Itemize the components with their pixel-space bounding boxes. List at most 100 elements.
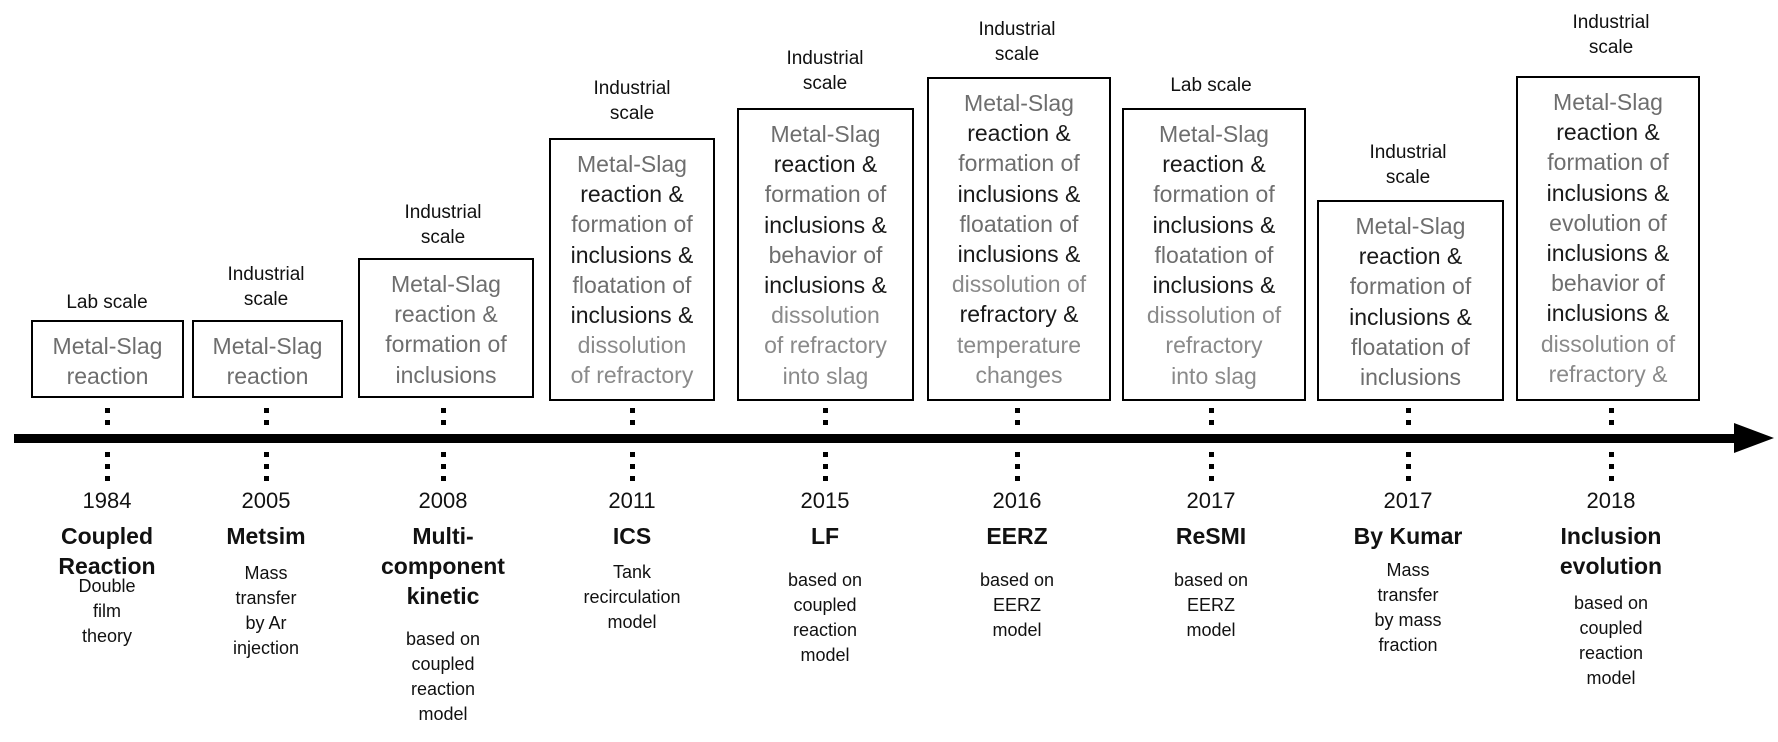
scope-line: reaction &	[1358, 243, 1463, 270]
connector-dot	[1014, 408, 1020, 413]
scope-line: inclusions &	[957, 241, 1081, 268]
scope-line: floatation of	[959, 210, 1079, 237]
scale-label: Lab scale	[66, 292, 148, 313]
connector-dot	[1405, 476, 1411, 481]
scope-line: Metal-Slag	[964, 90, 1074, 116]
connector-dot	[440, 476, 446, 481]
scope-line: inclusions &	[570, 302, 694, 329]
scope-line: of refractory	[570, 362, 694, 389]
connector-dot	[1014, 420, 1020, 425]
scope-line: formation of	[385, 331, 507, 358]
connector-dot	[440, 452, 446, 457]
connector-dot	[1405, 452, 1411, 457]
year-label: 2017	[1383, 488, 1433, 513]
connector-dot	[1014, 464, 1020, 469]
connector-dot	[822, 408, 828, 413]
scope-line: Metal-Slag	[577, 151, 687, 177]
scope-line: into slag	[1171, 362, 1257, 389]
connector-dot	[629, 476, 635, 481]
connector-dot	[629, 420, 635, 425]
scope-line: dissolution	[577, 332, 687, 359]
scope-line: reaction &	[967, 120, 1071, 147]
scope-line: floatation of	[1351, 333, 1470, 360]
year-label: 2016	[992, 488, 1042, 513]
connector-dot	[104, 464, 110, 469]
model-name: Multi- component kinetic	[381, 523, 505, 609]
scope-line: reaction	[226, 363, 309, 390]
connector-dot	[104, 452, 110, 457]
connector-dot	[1405, 420, 1411, 425]
scope-lines: Metal-Slag reaction & formation of inclusio…	[952, 88, 1086, 390]
scope-line: changes	[975, 361, 1063, 388]
model-description: Mass transfer by mass fraction	[1374, 560, 1442, 655]
scope-line: behavior of	[1551, 270, 1665, 297]
scope-line: reaction &	[1162, 151, 1266, 178]
scope-line: Metal-Slag	[212, 333, 323, 359]
scope-line: dissolution of	[1540, 330, 1676, 357]
scope-line: behavior of	[768, 241, 883, 268]
scope-line: floatation of	[1154, 241, 1274, 268]
model-description: Double film theory	[78, 576, 136, 646]
scope-line: inclusions &	[1546, 179, 1670, 206]
scope-line: formation of	[764, 181, 887, 208]
scope-line: formation of	[1153, 181, 1275, 208]
connector-dot	[822, 420, 828, 425]
model-description: based on coupled reaction model	[405, 629, 481, 724]
scope-line: refractory	[1165, 332, 1263, 359]
scope-line: reaction &	[1556, 119, 1660, 146]
scale-label: Industrial scale	[786, 48, 864, 94]
scope-line: inclusions	[1359, 364, 1461, 391]
model-description: based on EERZ model	[979, 570, 1055, 640]
connector-dot	[263, 476, 269, 481]
scope-line: into slag	[782, 362, 869, 389]
scope-line: Metal-Slag	[1553, 89, 1663, 115]
year-label: 2008	[418, 488, 468, 513]
connector-dot	[629, 452, 635, 457]
connector-dot	[1014, 452, 1020, 457]
year-label: 2015	[800, 488, 850, 513]
scale-label: Industrial scale	[978, 19, 1056, 65]
model-name: EERZ	[986, 523, 1048, 549]
scope-line: inclusions &	[1546, 240, 1670, 267]
connector-dot	[263, 464, 269, 469]
timeline-arrowhead	[1734, 423, 1774, 453]
model-description: based on coupled reaction model	[1573, 593, 1649, 688]
scope-box: Metal-Slag reaction	[192, 320, 343, 398]
timeline-axis	[14, 434, 1738, 443]
scope-line: inclusions &	[764, 272, 887, 299]
scope-line: floatation of	[572, 271, 692, 298]
scope-line: refractory &	[1548, 360, 1668, 387]
scope-box: Metal-Slag reaction & formation of inclusio…	[927, 77, 1111, 401]
connector-dot	[104, 408, 110, 413]
connector-dot	[1208, 464, 1214, 469]
connector-dot	[629, 408, 635, 413]
connector-dot	[263, 420, 269, 425]
connector-dot	[1208, 452, 1214, 457]
model-name: By Kumar	[1353, 523, 1463, 549]
connector-dot	[440, 408, 446, 413]
scope-line: inclusions &	[957, 180, 1081, 207]
connector-dot	[822, 452, 828, 457]
scope-line: formation of	[958, 150, 1080, 177]
connector-dot	[1608, 452, 1614, 457]
model-description: Tank recirculation model	[583, 562, 681, 632]
connector-dot	[1405, 408, 1411, 413]
scope-line: inclusions &	[570, 241, 694, 268]
scope-line: reaction &	[580, 181, 684, 208]
connector-dot	[1608, 464, 1614, 469]
scope-line: reaction	[66, 363, 149, 390]
